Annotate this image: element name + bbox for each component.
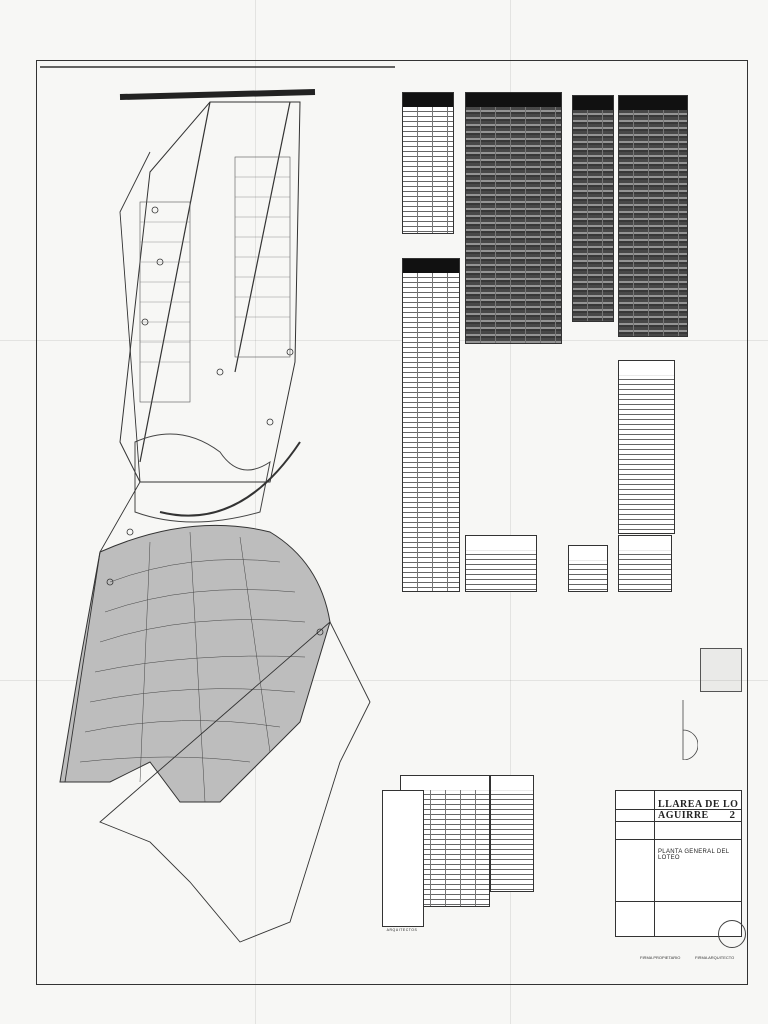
- sheet-number: 2: [729, 809, 736, 821]
- drawing-frame: [36, 60, 748, 985]
- approval-stamp: [700, 648, 742, 692]
- table-legend: [618, 535, 672, 592]
- fold-line-h1: [0, 340, 768, 341]
- fold-line-v1: [255, 0, 256, 1024]
- drawing-title: PLANTA GENERAL DEL LOTEO: [658, 849, 730, 861]
- title-block: LLAREA DE LO AGUIRRE 2 PLANTA GENERAL DE…: [615, 790, 742, 937]
- plan-lower-subdivision: [59, 524, 331, 803]
- project-title: LLAREA DE LO AGUIRRE: [658, 799, 739, 821]
- plan-access-road: [119, 89, 316, 100]
- margin-annotation: [748, 95, 756, 155]
- signature-architect: FIRMA ARQUITECTO: [695, 955, 735, 960]
- seal-icon: [718, 920, 746, 948]
- table-lot-areas-1: [402, 92, 454, 234]
- architects-label: ARQUITECTOS: [386, 928, 418, 932]
- plan-open-space: [134, 433, 271, 523]
- table-lot-areas-2: [465, 92, 562, 344]
- table-equipment: [618, 360, 675, 534]
- table-lot-areas-4: [618, 95, 688, 337]
- north-arrow-icon: [682, 700, 698, 760]
- site-plan: [40, 66, 395, 943]
- table-small: [568, 545, 608, 592]
- table-surfaces-2: [490, 775, 534, 892]
- signature-owner: FIRMA PROPIETARIO: [640, 955, 681, 960]
- table-lot-areas-5: [402, 258, 460, 592]
- architects-block: [382, 790, 424, 927]
- fold-line-h2: [0, 680, 768, 681]
- plan-curved-road: [159, 441, 301, 517]
- plan-upper-zone: [119, 101, 301, 483]
- plan-boundary: [64, 151, 371, 943]
- table-lot-areas-3: [572, 95, 614, 322]
- fold-line-v2: [510, 0, 511, 1024]
- table-summary: [465, 535, 537, 592]
